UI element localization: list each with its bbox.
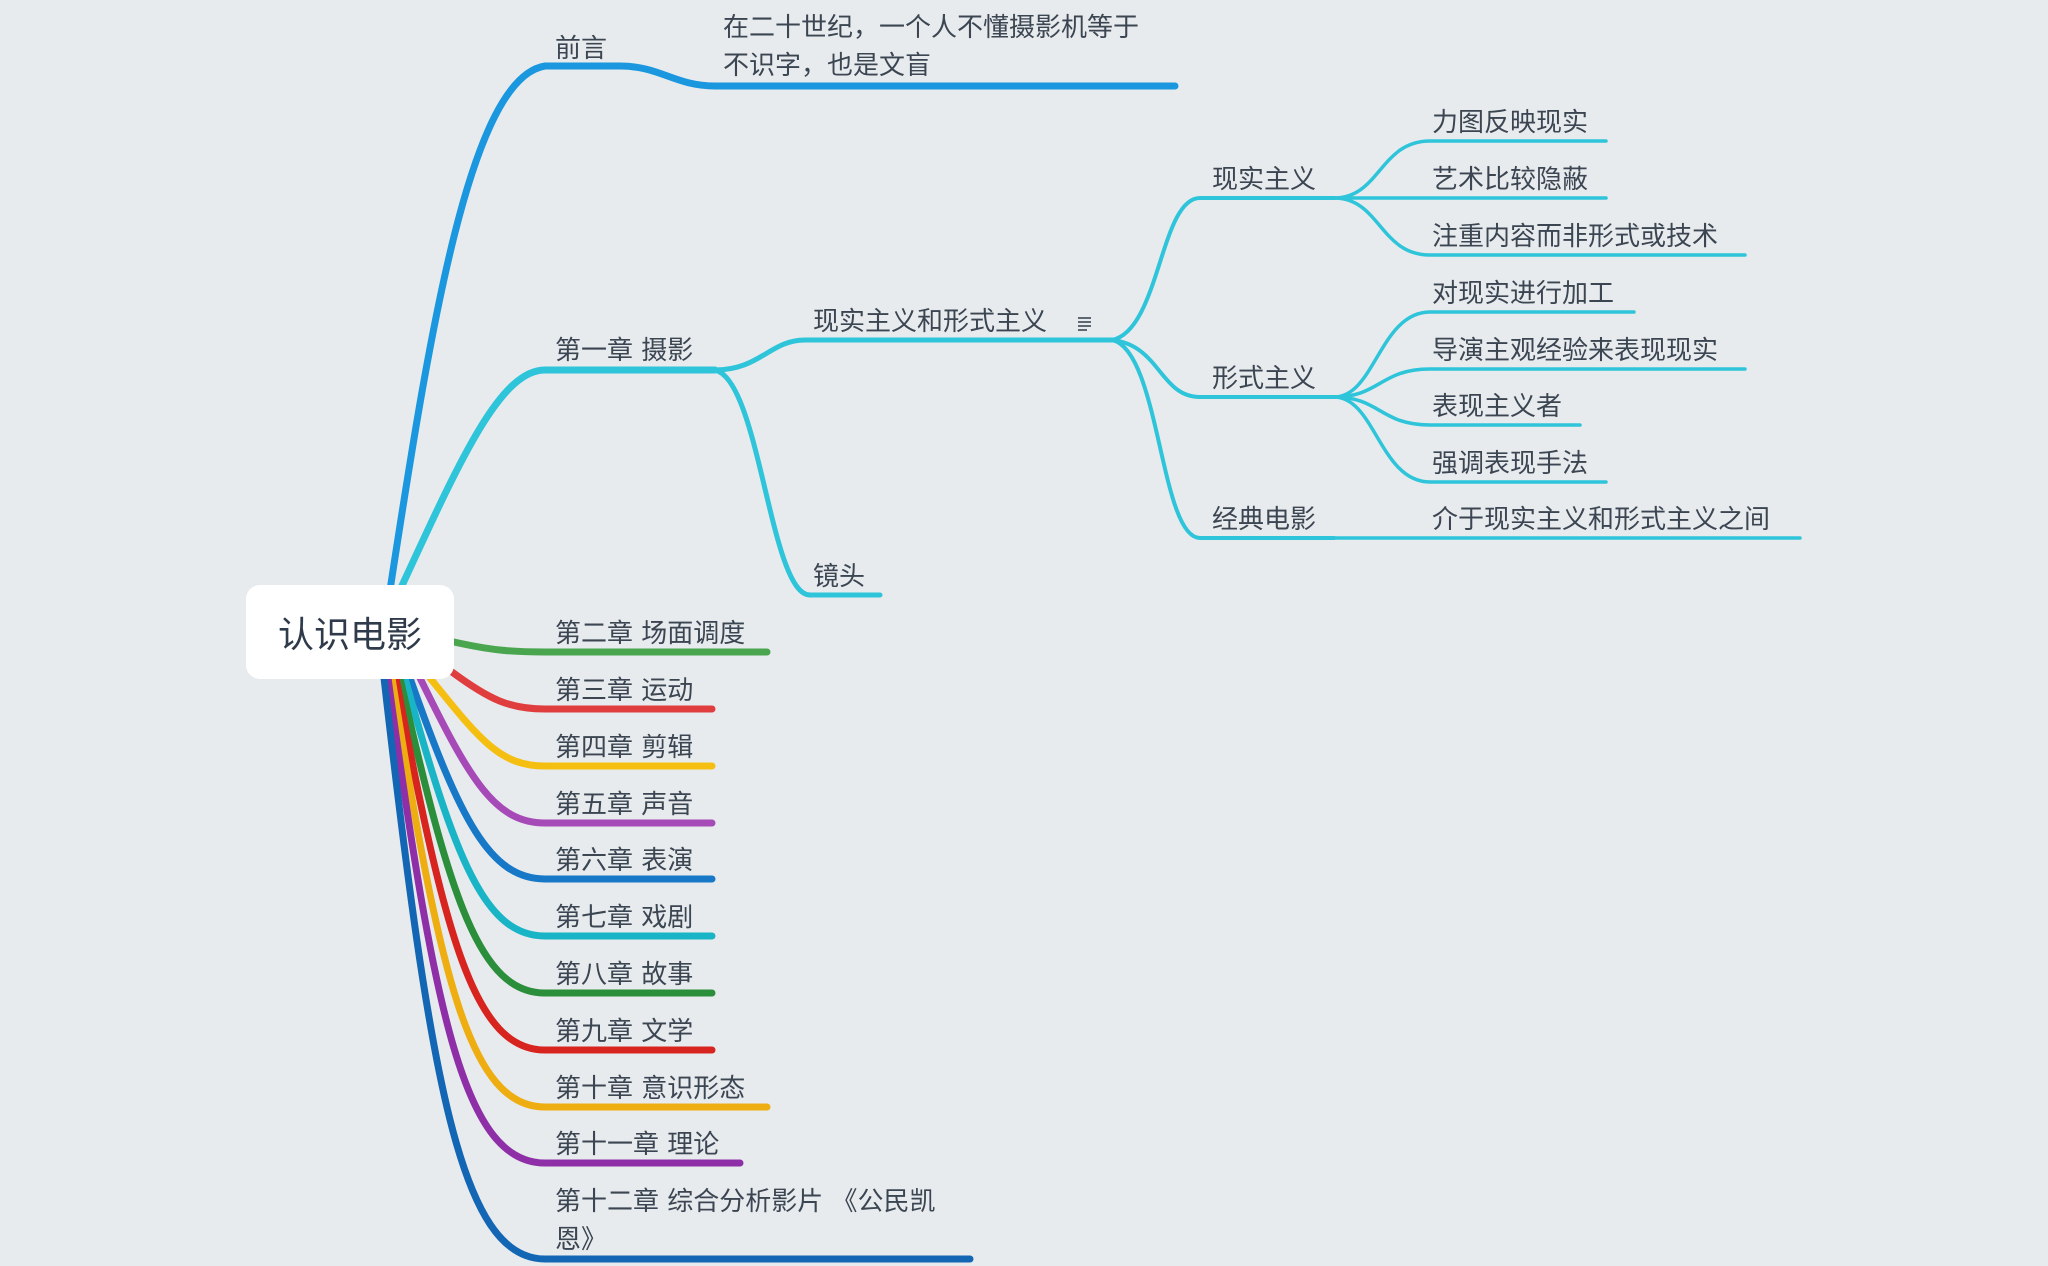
leaf-text[interactable]: 强调表现手法 bbox=[1432, 449, 1588, 479]
branch-chapter6 bbox=[406, 674, 716, 883]
leaf-realism-3 bbox=[1332, 196, 1747, 257]
leaf-text[interactable]: 介于现实主义和形式主义之间 bbox=[1432, 505, 1770, 535]
node-classical[interactable]: 经典电影 bbox=[1212, 505, 1316, 535]
root-topic-label: 认识电影 bbox=[277, 615, 422, 656]
node-chapter12-line1[interactable]: 第十二章 综合分析影片 《公民凯 bbox=[555, 1187, 936, 1217]
node-realism[interactable]: 现实主义 bbox=[1212, 165, 1316, 195]
branch-shot bbox=[712, 367, 883, 598]
branch-realism bbox=[1110, 196, 1336, 342]
branch-chapter5 bbox=[416, 674, 716, 827]
node-chapter9[interactable]: 第九章 文学 bbox=[555, 1017, 693, 1047]
leaf-text[interactable]: 表现主义者 bbox=[1432, 392, 1562, 422]
node-chapter8[interactable]: 第八章 故事 bbox=[555, 960, 693, 990]
branch-chapter1 bbox=[396, 366, 719, 594]
node-chapter10[interactable]: 第十章 意识形态 bbox=[555, 1074, 745, 1104]
branch-chapter7 bbox=[401, 674, 716, 940]
branch-chapter10 bbox=[388, 674, 771, 1111]
node-shot[interactable]: 镜头 bbox=[813, 562, 865, 592]
leaf-text[interactable]: 力图反映现实 bbox=[1432, 108, 1588, 138]
leaf-text[interactable]: 对现实进行加工 bbox=[1432, 279, 1614, 309]
branch-chapter3 bbox=[448, 668, 716, 713]
leaf-formalism-1 bbox=[1332, 310, 1636, 399]
node-chapter1[interactable]: 第一章 摄影 bbox=[555, 336, 693, 366]
leaf-formalism-4 bbox=[1332, 395, 1608, 484]
node-chapter6[interactable]: 第六章 表演 bbox=[555, 846, 693, 876]
node-chapter4[interactable]: 第四章 剪辑 bbox=[555, 733, 693, 763]
branch-chapter12 bbox=[380, 674, 974, 1263]
note-preface-line2: 不识字，也是文盲 bbox=[723, 51, 931, 81]
leaf-text[interactable]: 注重内容而非形式或技术 bbox=[1432, 222, 1718, 252]
node-chapter12-line2[interactable]: 恩》 bbox=[555, 1225, 607, 1255]
root-topic[interactable]: 认识电影 bbox=[246, 585, 454, 679]
leaf-text[interactable]: 导演主观经验来表现现实 bbox=[1432, 336, 1718, 366]
node-chapter7[interactable]: 第七章 戏剧 bbox=[555, 903, 693, 933]
branch-chapter9 bbox=[392, 674, 716, 1054]
node-chapter5[interactable]: 第五章 声音 bbox=[555, 790, 693, 820]
leaf-formalism-3 bbox=[1332, 395, 1582, 427]
branch-preface bbox=[386, 62, 1179, 594]
branch-chapter2 bbox=[450, 638, 771, 656]
node-preface[interactable]: 前言 bbox=[555, 34, 607, 64]
node-chapter3[interactable]: 第三章 运动 bbox=[555, 676, 693, 706]
note-icon[interactable] bbox=[1078, 317, 1091, 331]
node-realism-formalism[interactable]: 现实主义和形式主义 bbox=[813, 307, 1047, 337]
branch-classical bbox=[1110, 338, 1336, 540]
node-formalism[interactable]: 形式主义 bbox=[1212, 364, 1316, 394]
branch-topic bbox=[712, 337, 1115, 373]
leaf-realism-1 bbox=[1332, 139, 1608, 200]
node-chapter2[interactable]: 第二章 场面调度 bbox=[555, 619, 745, 649]
branch-chapter8 bbox=[396, 674, 716, 997]
note-preface-line1: 在二十世纪，一个人不懂摄影机等于 bbox=[723, 13, 1139, 43]
leaf-formalism-2 bbox=[1332, 367, 1747, 399]
branch-chapter4 bbox=[426, 674, 716, 770]
branch-chapter11 bbox=[384, 674, 744, 1167]
branch-formalism bbox=[1110, 338, 1336, 399]
node-chapter11[interactable]: 第十一章 理论 bbox=[555, 1130, 719, 1160]
leaf-text[interactable]: 艺术比较隐蔽 bbox=[1432, 165, 1588, 195]
